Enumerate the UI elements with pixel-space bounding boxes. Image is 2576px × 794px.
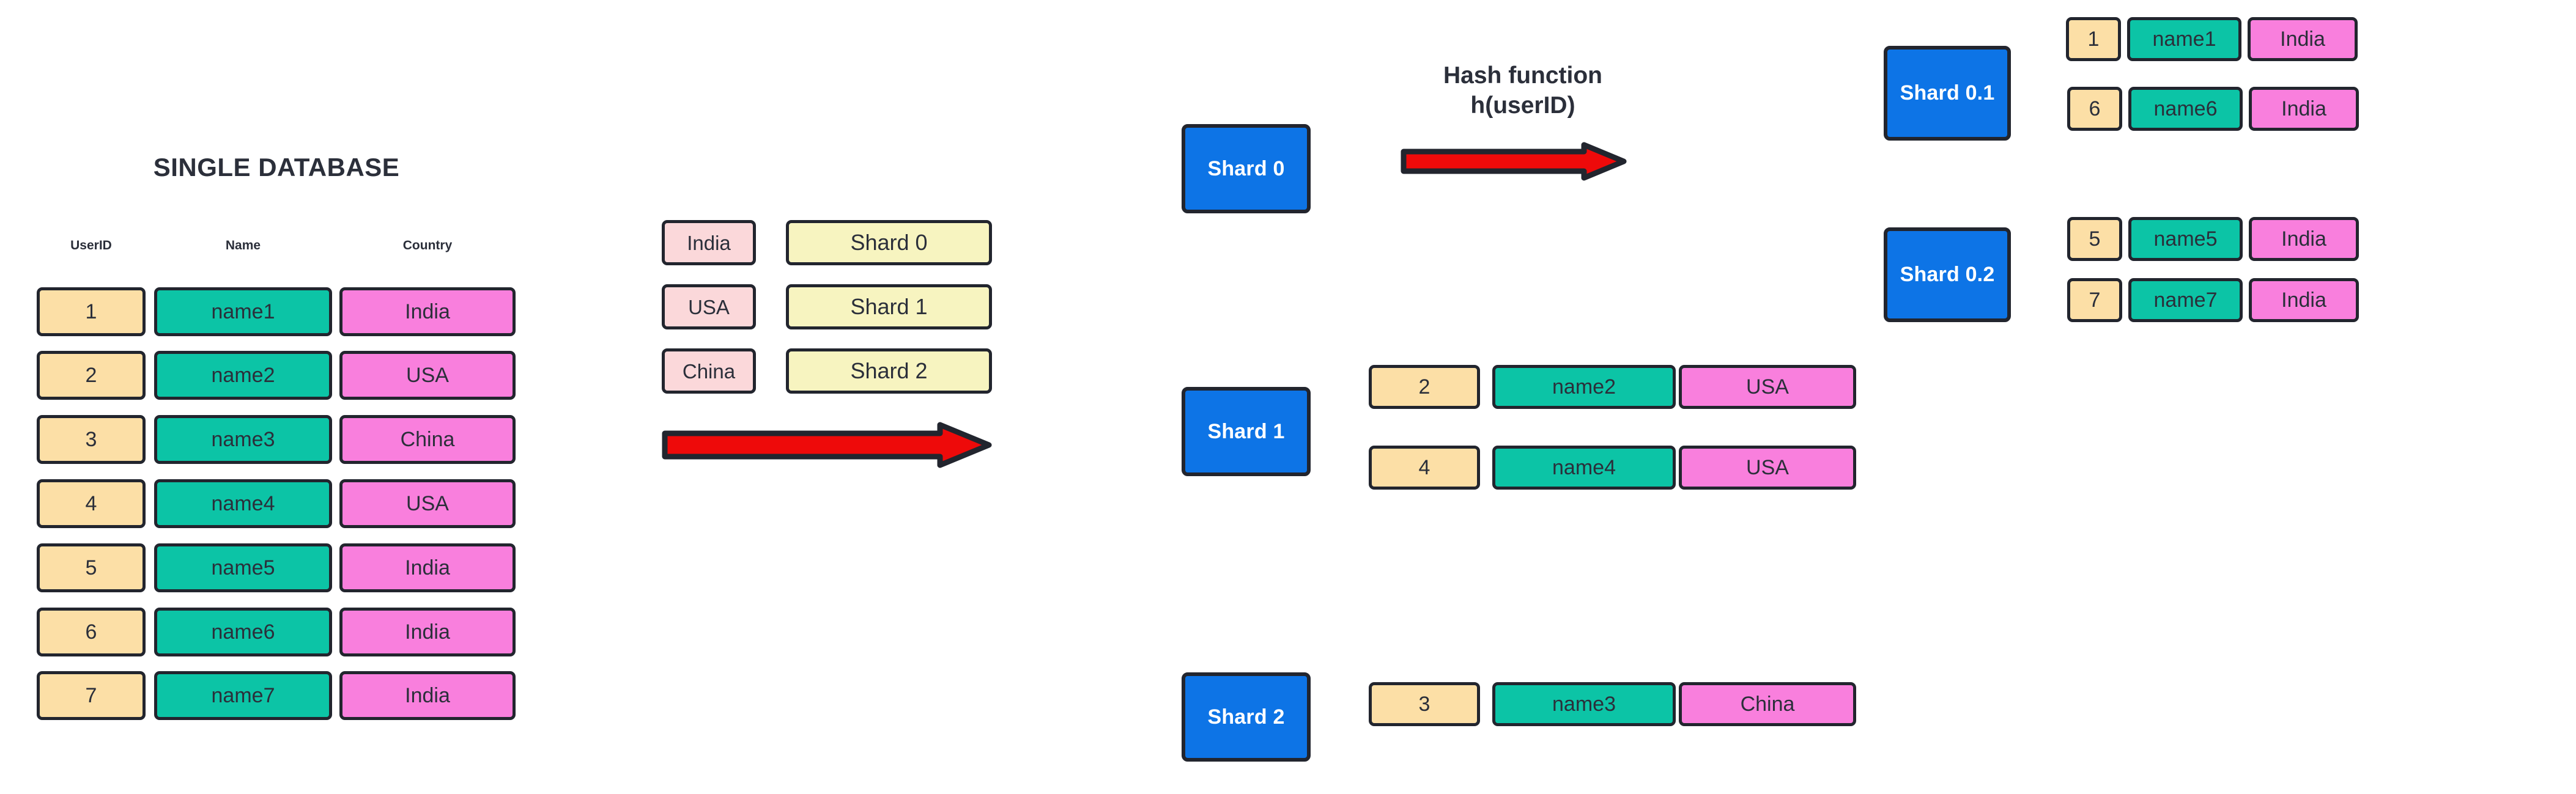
- shard-node-shard-0[interactable]: Shard 0: [1182, 124, 1311, 213]
- shard-node-shard-1[interactable]: Shard 1: [1182, 387, 1311, 476]
- table-cell-country: India: [339, 543, 516, 592]
- subshard-row-cell-userid: 5: [2067, 217, 2122, 261]
- shard-row-cell-name: name4: [1492, 446, 1676, 490]
- hash-function-line1: Hash function: [1443, 62, 1602, 89]
- page-title: SINGLE DATABASE: [153, 153, 400, 182]
- subshard-row-cell-country: India: [2249, 278, 2359, 322]
- shard-map-key: China: [662, 348, 756, 394]
- table-cell-userid: 2: [37, 351, 146, 400]
- shard-map-value: Shard 2: [786, 348, 992, 394]
- shard-map-key: India: [662, 220, 756, 265]
- hash-function-label: Hash function h(userID): [1376, 61, 1670, 121]
- table-cell-userid: 3: [37, 415, 146, 464]
- column-header-name: Name: [225, 238, 261, 252]
- table-cell-userid: 7: [37, 671, 146, 720]
- table-cell-country: USA: [339, 351, 516, 400]
- hash-function-line2: h(userID): [1470, 92, 1575, 119]
- table-cell-userid: 1: [37, 287, 146, 336]
- subshard-row-cell-userid: 6: [2067, 87, 2122, 131]
- subshard-row-cell-country: India: [2248, 17, 2358, 61]
- shard-row-cell-userid: 2: [1369, 365, 1480, 409]
- subshard-row-cell-name: name7: [2128, 278, 2243, 322]
- column-header-country: Country: [402, 238, 453, 252]
- subshard-row-cell-userid: 7: [2067, 278, 2122, 322]
- table-cell-country: India: [339, 671, 516, 720]
- shard-row-cell-userid: 3: [1369, 682, 1480, 726]
- shard-row-cell-country: China: [1679, 682, 1856, 726]
- table-cell-country: USA: [339, 479, 516, 528]
- shard-map-value: Shard 1: [786, 284, 992, 329]
- shard-row-cell-country: USA: [1679, 446, 1856, 490]
- table-cell-name: name6: [154, 608, 332, 656]
- shard-node-shard-2[interactable]: Shard 2: [1182, 672, 1311, 762]
- table-cell-name: name2: [154, 351, 332, 400]
- subshard-row-cell-name: name6: [2128, 87, 2243, 131]
- table-cell-name: name7: [154, 671, 332, 720]
- shard-row-cell-name: name2: [1492, 365, 1676, 409]
- table-cell-userid: 4: [37, 479, 146, 528]
- subshard-row-cell-country: India: [2249, 87, 2359, 131]
- table-cell-country: India: [339, 608, 516, 656]
- shard-row-cell-country: USA: [1679, 365, 1856, 409]
- column-header-userid: UserID: [70, 238, 112, 252]
- right-arrow-icon: [1401, 142, 1627, 181]
- shard-map-value: Shard 0: [786, 220, 992, 265]
- shard-node-shard-0-1[interactable]: Shard 0.1: [1884, 46, 2011, 141]
- table-cell-name: name3: [154, 415, 332, 464]
- table-cell-name: name5: [154, 543, 332, 592]
- right-arrow-icon: [662, 422, 992, 468]
- shard-map-key: USA: [662, 284, 756, 329]
- subshard-row-cell-country: India: [2249, 217, 2359, 261]
- table-cell-name: name4: [154, 479, 332, 528]
- shard-row-cell-userid: 4: [1369, 446, 1480, 490]
- table-cell-country: India: [339, 287, 516, 336]
- subshard-row-cell-userid: 1: [2066, 17, 2121, 61]
- table-cell-userid: 5: [37, 543, 146, 592]
- subshard-row-cell-name: name5: [2128, 217, 2243, 261]
- table-cell-country: China: [339, 415, 516, 464]
- table-cell-name: name1: [154, 287, 332, 336]
- subshard-row-cell-name: name1: [2127, 17, 2241, 61]
- shard-row-cell-name: name3: [1492, 682, 1676, 726]
- table-cell-userid: 6: [37, 608, 146, 656]
- shard-node-shard-0-2[interactable]: Shard 0.2: [1884, 227, 2011, 322]
